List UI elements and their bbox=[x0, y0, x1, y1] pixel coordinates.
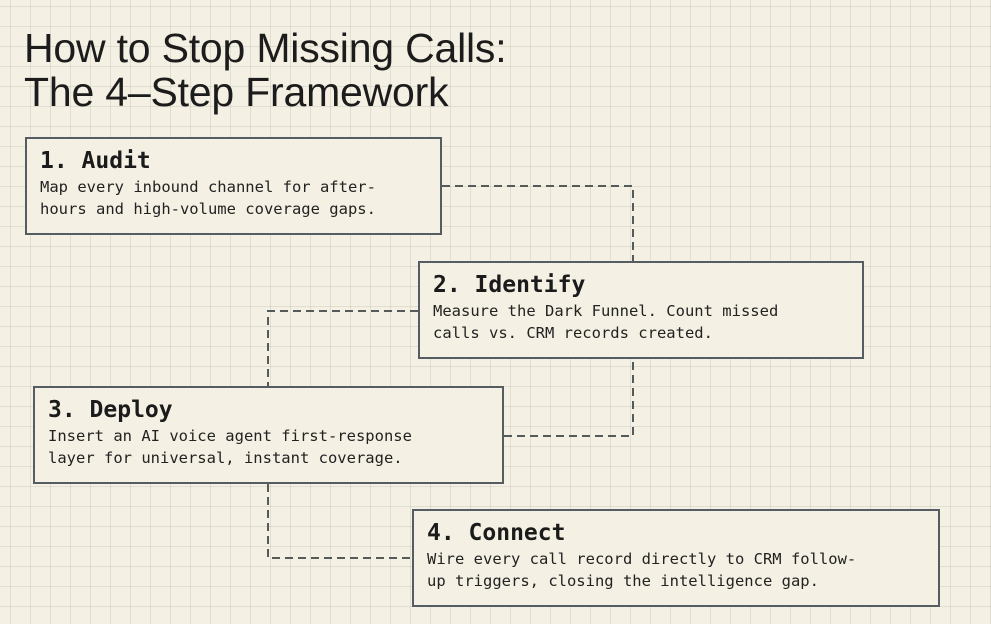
step-deploy-description-line-2: layer for universal, instant coverage. bbox=[48, 449, 403, 467]
step-deploy-description-line-1: Insert an AI voice agent first-response bbox=[48, 427, 412, 445]
connector-deploy-to-connect bbox=[267, 484, 412, 559]
step-connect-heading: 4. Connect bbox=[427, 520, 566, 546]
step-deploy-box: 3. Deploy Insert an AI voice agent first… bbox=[33, 386, 504, 484]
step-audit-description: Map every inbound channel for after- hou… bbox=[40, 176, 428, 220]
step-identify-description: Measure the Dark Funnel. Count missed ca… bbox=[433, 300, 850, 344]
step-identify-description-line-1: Measure the Dark Funnel. Count missed bbox=[433, 302, 779, 320]
step-connect-description-line-2: up triggers, closing the intelligence ga… bbox=[427, 572, 819, 590]
title-line-2: The 4–Step Framework bbox=[24, 69, 449, 115]
step-identify-description-line-2: calls vs. CRM records created. bbox=[433, 324, 713, 342]
step-audit-heading: 1. Audit bbox=[40, 148, 151, 174]
page-title: How to Stop Missing Calls: The 4–Step Fr… bbox=[24, 25, 507, 115]
step-connect-box: 4. Connect Wire every call record direct… bbox=[412, 509, 940, 607]
step-connect-description: Wire every call record directly to CRM f… bbox=[427, 548, 926, 592]
step-audit-description-line-2: hours and high-volume coverage gaps. bbox=[40, 200, 376, 218]
step-deploy-description: Insert an AI voice agent first-response … bbox=[48, 425, 490, 469]
step-audit-box: 1. Audit Map every inbound channel for a… bbox=[25, 137, 442, 235]
step-identify-box: 2. Identify Measure the Dark Funnel. Cou… bbox=[418, 261, 864, 359]
connector-audit-to-identify bbox=[442, 185, 634, 261]
step-identify-heading: 2. Identify bbox=[433, 272, 586, 298]
step-deploy-heading: 3. Deploy bbox=[48, 397, 173, 423]
connector-identify-to-deploy bbox=[267, 310, 418, 386]
connector-deploy-to-identify-return bbox=[504, 359, 634, 437]
step-connect-description-line-1: Wire every call record directly to CRM f… bbox=[427, 550, 857, 568]
title-line-1: How to Stop Missing Calls: bbox=[24, 25, 507, 71]
step-audit-description-line-1: Map every inbound channel for after- bbox=[40, 178, 376, 196]
